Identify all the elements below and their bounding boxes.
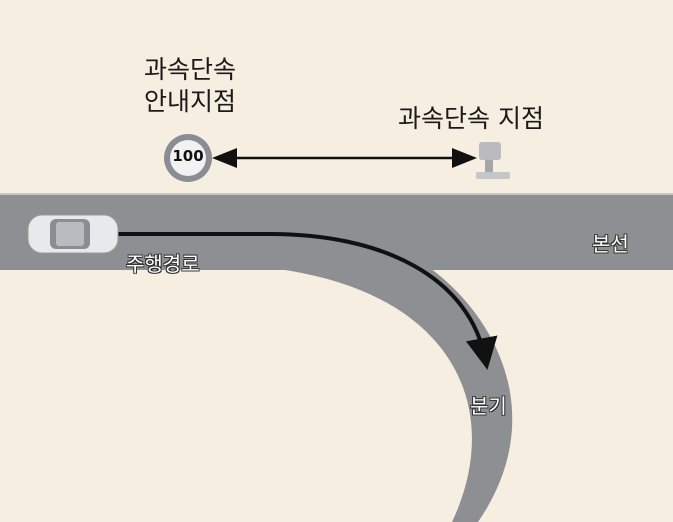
guide-point-line2: 안내지점	[143, 87, 236, 116]
branch-label: 분기	[470, 394, 507, 418]
speed-camera-icon	[476, 142, 510, 179]
branch-road	[270, 268, 513, 522]
main-road-label: 본선	[592, 232, 629, 256]
enforcement-point-title: 과속단속 지점	[398, 104, 544, 133]
speed-limit-value: 100	[172, 147, 204, 165]
car-icon	[27, 214, 119, 254]
driving-route-line	[115, 232, 498, 370]
speed-limit-sign	[164, 134, 212, 182]
driving-route-label: 주행경로	[126, 252, 200, 276]
guide-point-title: 과속단속 안내지점	[120, 54, 260, 118]
guide-point-line1: 과속단속	[143, 55, 236, 84]
